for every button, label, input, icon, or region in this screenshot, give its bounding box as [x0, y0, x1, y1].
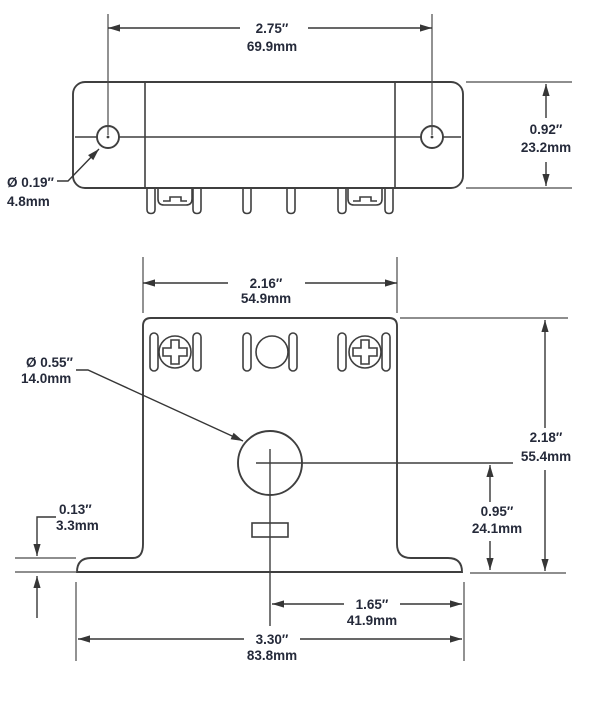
screw-head-right: [348, 335, 382, 369]
pin: [146, 189, 156, 215]
pin: [192, 189, 202, 215]
slot: [337, 332, 347, 372]
phillips-cross-icon: [162, 339, 188, 365]
dim-base-thickness-inches: 0.13″: [59, 502, 92, 517]
terminal-block: [149, 332, 391, 372]
hole-center-dot: [430, 135, 434, 139]
slot: [288, 332, 298, 372]
hole-center-dot: [106, 135, 110, 139]
dim-mount-hole-diameter-inches: Ø 0.19″: [7, 175, 55, 190]
pin: [384, 189, 394, 215]
dim-aperture-height-inches: 0.95″: [481, 504, 514, 519]
dim-aperture-diameter-mm: 14.0mm: [21, 371, 71, 386]
dim-aperture-leader: [76, 369, 244, 442]
dim-body-width-mm: 54.9mm: [241, 291, 291, 306]
dim-body-height-inches: 0.92″: [530, 122, 563, 137]
dim-overall-height-inches: 2.18″: [530, 430, 563, 445]
dim-base-thickness-mm: 3.3mm: [56, 518, 99, 533]
dim-base-width-mm: 83.8mm: [247, 648, 297, 663]
front-view: 2.16″ 54.9mm Ø 0.55″ 14.0mm 2.18″ 55.4mm…: [15, 257, 571, 663]
dim-center-edge-mm: 41.9mm: [347, 613, 397, 628]
slot: [192, 332, 202, 372]
terminal-pins: [146, 189, 394, 215]
dim-body-width-inches: 2.16″: [250, 276, 283, 291]
dim-body-height-mm: 23.2mm: [521, 140, 571, 155]
phillips-cross-icon: [352, 339, 378, 365]
dim-aperture-diameter-inches: Ø 0.55″: [26, 355, 74, 370]
dim-overall-height-mm: 55.4mm: [521, 449, 571, 464]
screw-head-left: [158, 335, 192, 369]
side-view: 2.75″ 69.9mm 0.92″ 23.2mm Ø 0.19″ 4.8mm: [7, 14, 572, 215]
pin: [337, 189, 347, 215]
connector-tab-detail: [353, 196, 377, 202]
dim-hole-spacing-mm: 69.9mm: [247, 39, 297, 54]
dim-mount-hole-leader: [57, 148, 100, 182]
dim-base-width-inches: 3.30″: [256, 632, 289, 647]
dim-hole-spacing-inches: 2.75″: [256, 21, 289, 36]
pin: [286, 189, 296, 215]
dim-aperture-height-mm: 24.1mm: [472, 521, 522, 536]
connector-tab-detail: [163, 196, 187, 202]
dim-center-edge-inches: 1.65″: [356, 597, 389, 612]
dim-mount-hole-diameter-mm: 4.8mm: [7, 194, 50, 209]
side-view-body: [72, 81, 464, 189]
connector-tab: [347, 189, 383, 206]
slot: [242, 332, 252, 372]
pin: [242, 189, 252, 215]
center-terminal-hole: [255, 335, 289, 369]
label-window: [251, 522, 289, 538]
dim-base-thickness-leader: [36, 516, 56, 544]
slot: [149, 332, 159, 372]
slot: [381, 332, 391, 372]
connector-tab: [157, 189, 193, 206]
